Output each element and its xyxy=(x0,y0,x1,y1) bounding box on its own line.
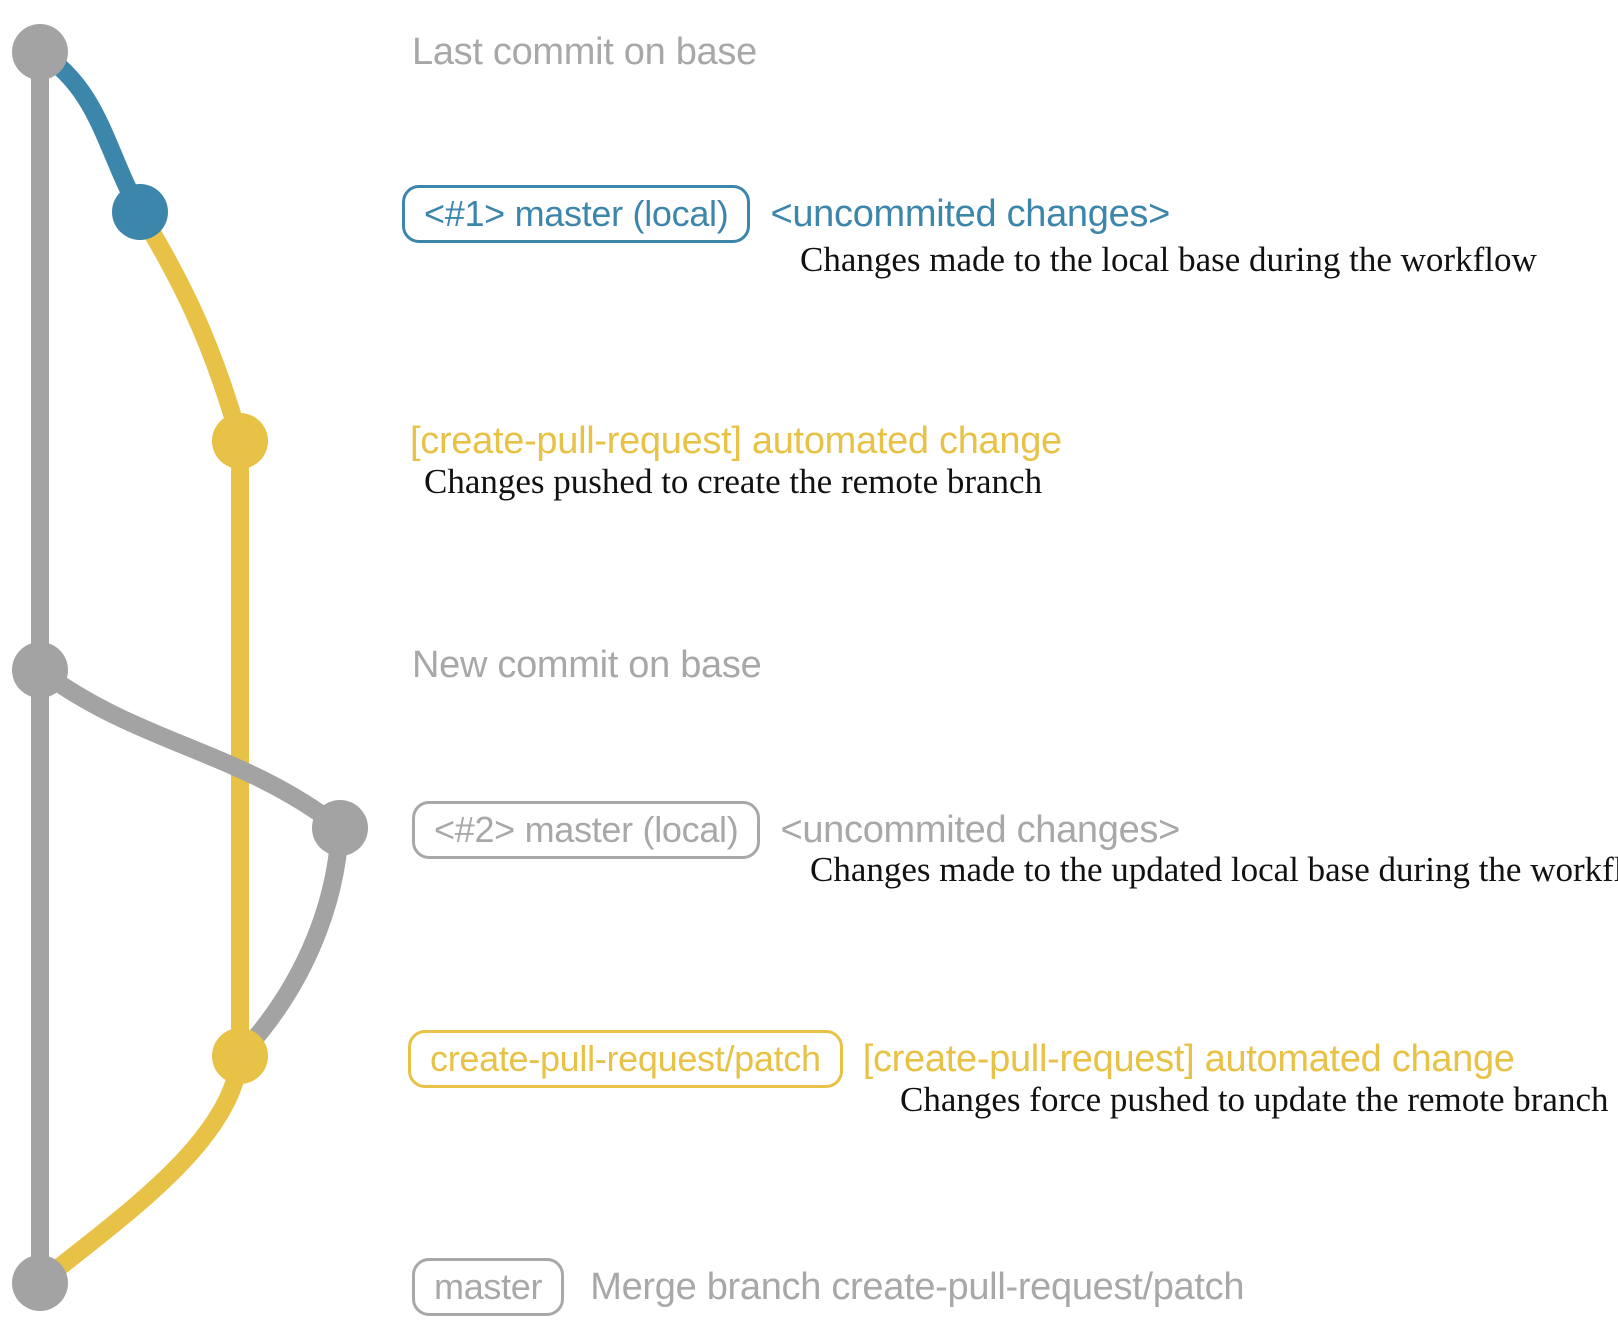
commit-dot-last-base xyxy=(12,24,68,80)
push1-message: [create-pull-request] automated change xyxy=(410,419,1062,462)
branch-line-local-2 xyxy=(31,661,350,1061)
commit-dot-local-2 xyxy=(312,800,368,856)
commit2-note: <uncommited changes> xyxy=(780,808,1181,851)
commit1-note: <uncommited changes> xyxy=(770,192,1171,235)
commit-dot-force-push xyxy=(212,1028,268,1084)
patch-branch-pill: create-pull-request/patch xyxy=(408,1030,843,1088)
commit-dot-patch-push xyxy=(212,413,268,469)
master-branch-pill: master xyxy=(412,1258,565,1316)
commit2-row: <#2> master (local) <uncommited changes> xyxy=(412,799,1180,861)
branch-line-local-1 xyxy=(31,43,149,221)
branch-line-patch xyxy=(33,203,249,1290)
commit2-ref-pill: <#2> master (local) xyxy=(412,801,761,859)
commit-graph xyxy=(12,24,368,1311)
push2-message: [create-pull-request] automated change xyxy=(862,1037,1515,1080)
merge-row: master Merge branch create-pull-request/… xyxy=(412,1256,1244,1318)
commit1-ref-pill: <#1> master (local) xyxy=(402,185,751,243)
push1-description: Changes pushed to create the remote bran… xyxy=(424,462,1043,501)
new-commit-label: New commit on base xyxy=(412,643,762,686)
last-commit-label: Last commit on base xyxy=(412,30,757,73)
commit-dot-merge xyxy=(12,1255,68,1311)
push2-description: Changes force pushed to update the remot… xyxy=(900,1080,1609,1119)
commit2-description: Changes made to the updated local base d… xyxy=(810,850,1618,889)
merge-message: Merge branch create-pull-request/patch xyxy=(590,1265,1245,1308)
push2-row: create-pull-request/patch [create-pull-r… xyxy=(408,1028,1515,1090)
commit1-description: Changes made to the local base during th… xyxy=(800,240,1537,279)
commit-dot-local-1 xyxy=(112,184,168,240)
commit-dot-new-base xyxy=(12,642,68,698)
commit1-row: <#1> master (local) <uncommited changes> xyxy=(402,183,1170,245)
